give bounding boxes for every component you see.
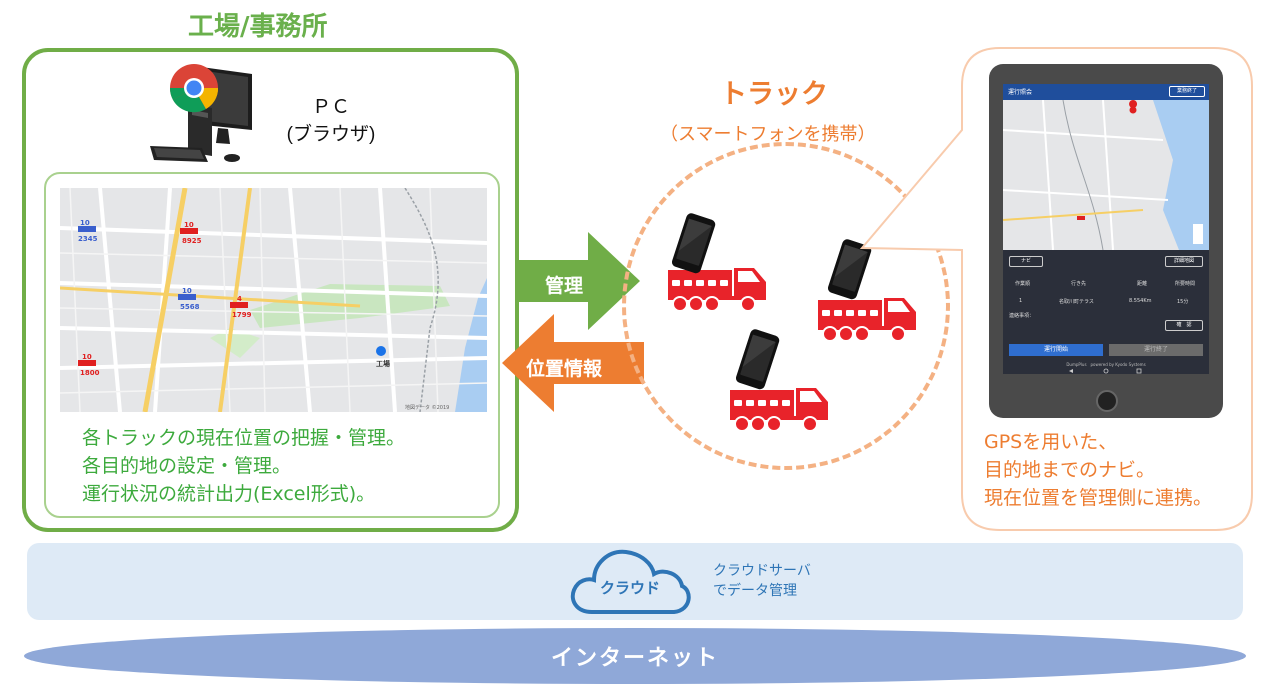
map-marker-4-num: 4: [237, 295, 242, 303]
cloud-icon: [570, 549, 691, 614]
factory-features: 各トラックの現在位置の把握・管理。 各目的地の設定・管理。 運行状況の統計出力(…: [82, 424, 405, 508]
map-marker-3: 10 5568: [178, 287, 200, 311]
tablet-header-title: 運行照会: [1008, 89, 1033, 96]
tablet-col-distance: 距離: [1137, 281, 1148, 287]
tablet-cell-time: 15分: [1177, 299, 1189, 305]
pc-label-line2: (ブラウザ): [286, 124, 376, 145]
truck-3-phone: [734, 328, 781, 391]
tablet-end-button[interactable]: 運行終了: [1109, 344, 1203, 356]
pc-label: ＰＣ (ブラウザ): [276, 94, 386, 148]
tablet-confirm-button[interactable]: 確 認: [1165, 320, 1203, 331]
truck-group: [667, 212, 917, 432]
feature-1: 各トラックの現在位置の把握・管理。: [82, 427, 406, 449]
position-arrow-label: 位置情報: [526, 358, 603, 380]
tablet-home-button[interactable]: [1096, 390, 1118, 412]
map-marker-2-id: 8925: [182, 237, 202, 245]
tablet-cell-order: 1: [1019, 298, 1023, 304]
cloud-desc-1: クラウドサーバ: [713, 563, 811, 579]
phone-desc-1: GPSを用いた、: [984, 431, 1118, 453]
tablet-cell-destination: 名取川町テラス: [1059, 299, 1094, 305]
cloud-label: クラウド: [599, 579, 660, 597]
map-poi-label: 工場: [376, 359, 390, 368]
map-marker-4-id: 1799: [232, 311, 252, 319]
truck-2: [817, 238, 917, 342]
manage-arrow-label: 管理: [545, 275, 584, 297]
truck-1-phone: [670, 212, 717, 275]
cloud-description: クラウドサーバ でデータ管理: [713, 561, 811, 601]
map-marker-4: 4 1799: [230, 295, 252, 319]
factory-title: 工場/事務所: [188, 12, 328, 42]
truck-title: トラック: [720, 79, 828, 110]
nav-back-icon: [1069, 369, 1073, 373]
truck-2-phone: [826, 238, 873, 301]
map-marker-3-id: 5568: [180, 303, 200, 311]
manage-arrow: [516, 232, 640, 330]
management-map: 10 2345 10 8925 10 5568 4 1799 10 18: [60, 188, 487, 412]
tablet-col-order: 作業順: [1015, 281, 1031, 287]
tablet-map[interactable]: [1003, 100, 1209, 250]
map-marker-3-num: 10: [182, 287, 192, 295]
map-marker-2-num: 10: [184, 221, 194, 229]
internet-ellipse: [24, 628, 1246, 684]
phone-desc-2: 目的地までのナビ。: [984, 459, 1156, 481]
feature-3: 運行状況の統計出力(Excel形式)。: [82, 483, 376, 505]
tablet-nav-bar: [1069, 368, 1142, 374]
map-marker-5-id: 1800: [80, 369, 100, 377]
tablet-detail-map-button[interactable]: 詳細地図: [1165, 256, 1203, 267]
tablet-footer: DumpPlus powered by Kyodo Systems: [1066, 362, 1146, 367]
phone-desc-3: 現在位置を管理側に連携。: [984, 487, 1213, 509]
nav-home-icon: [1103, 368, 1109, 374]
tablet-col-time: 所要時間: [1175, 281, 1196, 287]
tablet-navi-button[interactable]: ナビ: [1009, 256, 1043, 267]
truck-1: [667, 212, 767, 312]
tablet-end-work-button[interactable]: 業務終了: [1169, 86, 1205, 97]
tablet-screen: 運行照会 業務終了 ナビ 詳細地図 作業順 行き先 距離 所要時間 1: [1003, 84, 1209, 374]
map-marker-1: 10 2345: [78, 219, 98, 243]
map-marker-1-num: 10: [80, 219, 90, 227]
map-marker-2: 10 8925: [180, 221, 202, 245]
pc-icon: [148, 58, 258, 168]
map-copyright: 地図データ ©2019: [405, 404, 449, 411]
pc-label-line1: ＰＣ: [311, 97, 350, 118]
phone-description: GPSを用いた、 目的地までのナビ。 現在位置を管理側に連携。: [984, 428, 1212, 512]
map-marker-5-num: 10: [82, 353, 92, 361]
nav-recent-icon: [1136, 368, 1142, 374]
position-arrow: [502, 314, 644, 412]
cloud-desc-2: でデータ管理: [713, 583, 797, 599]
feature-2: 各目的地の設定・管理。: [82, 455, 292, 477]
map-marker-5: 10 1800: [78, 353, 100, 377]
map-marker-1-id: 2345: [78, 235, 98, 243]
tablet-start-button[interactable]: 運行開始: [1009, 344, 1103, 356]
truck-subtitle: （スマートフォンを携帯）: [660, 124, 876, 145]
tablet-col-destination: 行き先: [1071, 281, 1087, 287]
internet-label: インターネット: [550, 646, 719, 671]
tablet-header: 運行照会 業務終了: [1003, 84, 1209, 100]
tablet-cell-distance: 8.554Km: [1129, 298, 1152, 304]
truck-3: [729, 328, 829, 432]
